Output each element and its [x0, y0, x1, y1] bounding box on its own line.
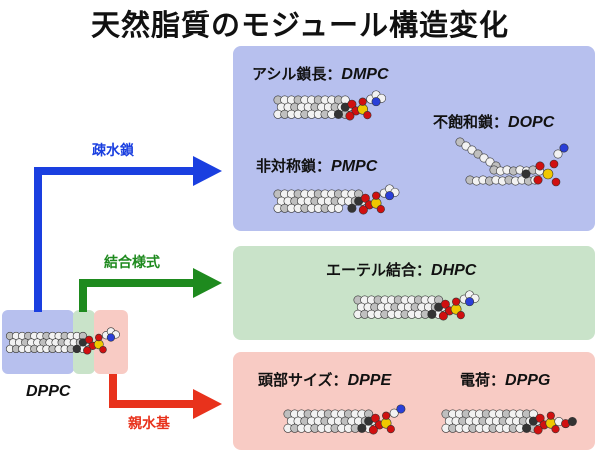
- atom: [456, 311, 465, 320]
- dmpc-molecule: [273, 90, 386, 121]
- dopc-label: 不飽和鎖：DOPC: [433, 111, 554, 132]
- atom: [99, 345, 107, 354]
- atom: [382, 411, 391, 420]
- atom: [567, 417, 577, 427]
- dhpc-name: DHPC: [431, 262, 477, 279]
- atom: [533, 425, 543, 435]
- pmpc-prefix: 非対称鎖：: [256, 157, 332, 175]
- atom: [440, 299, 450, 309]
- dopc-prefix: 不飽和鎖：: [433, 113, 509, 131]
- atom: [376, 205, 385, 214]
- atom: [347, 99, 357, 109]
- linkage-panel: [233, 246, 595, 340]
- atom: [72, 344, 81, 354]
- dppc-label: DPPC: [26, 383, 71, 400]
- dopc-molecule: [455, 137, 569, 187]
- hydrophilic-group-label: 親水基: [128, 416, 170, 432]
- atom: [333, 203, 343, 213]
- atom: [465, 297, 475, 307]
- atom: [551, 425, 560, 434]
- dppe-name: DPPE: [347, 372, 392, 389]
- dmpc-name: DMPC: [341, 66, 389, 83]
- atom: [521, 169, 531, 179]
- dhpc-molecule: [353, 290, 480, 321]
- atom: [427, 309, 437, 319]
- atom: [542, 168, 554, 180]
- hydrophilic-arrow: [109, 374, 222, 419]
- dppg-prefix: 電荷：: [460, 371, 506, 389]
- atom: [551, 177, 561, 187]
- atom: [106, 333, 116, 342]
- atom: [396, 404, 406, 414]
- dppe-label: 頭部サイズ：DPPE: [258, 369, 391, 390]
- atom: [372, 191, 381, 200]
- atom: [363, 111, 372, 120]
- atom: [84, 335, 94, 344]
- hydrophobic-chain-label: 疎水鎖: [92, 143, 134, 159]
- atom: [333, 109, 343, 119]
- atom: [553, 149, 563, 159]
- atom: [358, 205, 368, 215]
- atom: [345, 111, 355, 121]
- atom: [386, 425, 395, 434]
- dppe-molecule: [283, 404, 406, 435]
- atom: [559, 143, 569, 153]
- pmpc-name: PMPC: [331, 158, 378, 175]
- atom: [357, 423, 367, 433]
- dppg-label: 電荷：DPPG: [460, 369, 550, 390]
- dppe-prefix: 頭部サイズ：: [258, 371, 348, 389]
- atom: [546, 411, 555, 420]
- atom: [452, 297, 461, 306]
- dhpc-label: エーテル結合：DHPC: [326, 259, 476, 280]
- pmpc-molecule: [273, 184, 400, 215]
- hydrophilic-panel: [233, 352, 595, 450]
- atom: [83, 346, 92, 355]
- dppc-molecule: [5, 327, 120, 355]
- dopc-name: DOPC: [508, 114, 555, 131]
- atom: [389, 408, 399, 418]
- dppg-name: DPPG: [505, 372, 551, 389]
- pmpc-label: 非対称鎖：PMPC: [256, 155, 377, 176]
- atom: [370, 413, 380, 423]
- atom: [522, 423, 532, 433]
- atom: [535, 161, 545, 171]
- linkage-type-label: 結合様式: [104, 255, 160, 271]
- dmpc-prefix: アシル鎖長：: [252, 65, 342, 83]
- atom: [535, 413, 545, 423]
- atom: [347, 203, 357, 213]
- atom: [371, 97, 381, 107]
- atom: [360, 193, 370, 203]
- atom: [95, 333, 103, 342]
- dhpc-prefix: エーテル結合：: [326, 261, 432, 279]
- atom: [385, 191, 395, 201]
- page-title: 天然脂質のモジュール構造変化: [91, 8, 509, 42]
- linkage-arrow: [79, 268, 222, 312]
- atom: [358, 97, 367, 106]
- hydrophobic-arrow: [34, 156, 222, 312]
- atom: [438, 311, 448, 321]
- atom: [549, 159, 559, 169]
- dppg-molecule: [441, 409, 577, 435]
- dmpc-label: アシル鎖長：DMPC: [252, 63, 389, 84]
- atom: [533, 175, 543, 185]
- atom: [368, 425, 378, 435]
